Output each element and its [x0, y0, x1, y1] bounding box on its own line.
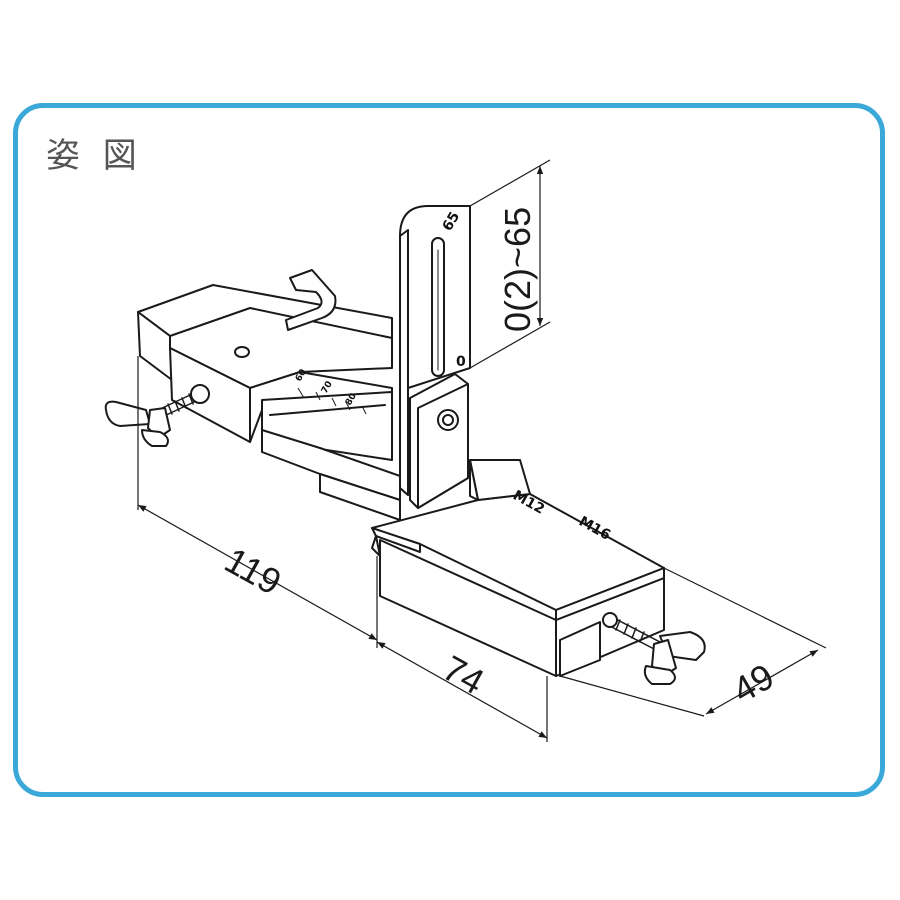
left-wing-bolt — [104, 384, 210, 447]
dimension-adjust-range-label: 0(2)~65 — [497, 207, 538, 332]
page-title: 姿 図 — [46, 136, 143, 176]
left-clamp-body — [137, 269, 401, 521]
dimension-width-label: 119 — [218, 539, 288, 603]
right-wing-bolt — [602, 612, 706, 685]
dimension-bolt-reach-label: 49 — [726, 655, 781, 711]
scale-bottom-label: 0 — [456, 354, 466, 370]
dimension-depth-label: 74 — [436, 647, 491, 702]
dimension-lines — [137, 159, 827, 742]
vertical-scale-plate — [399, 205, 471, 509]
